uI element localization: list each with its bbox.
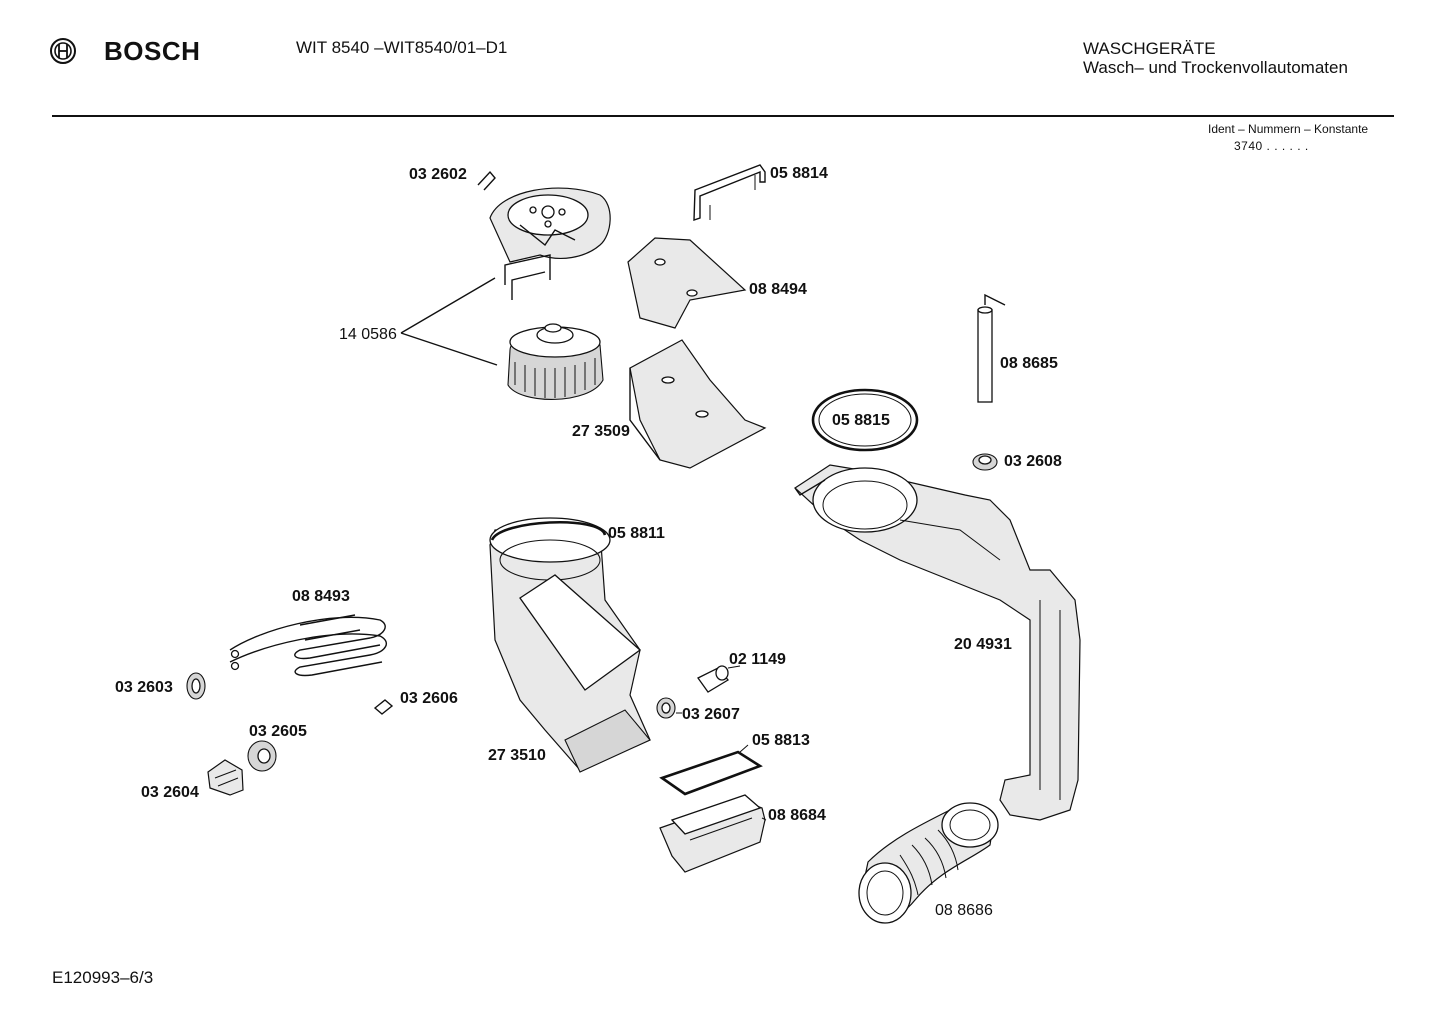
grommet-drawing — [972, 453, 998, 471]
part-label-032602: 03 2602 — [409, 166, 467, 183]
air-duct-upper-drawing — [629, 339, 767, 469]
part-label-032604: 03 2604 — [141, 784, 199, 801]
part-label-021149: 02 1149 — [729, 651, 786, 668]
part-label-032603: 03 2603 — [115, 679, 173, 696]
air-duct-lower-drawing — [489, 517, 651, 773]
small-clip-drawing — [373, 699, 394, 715]
frame-gasket-drawing — [659, 750, 763, 796]
clip-drawing — [477, 170, 496, 191]
ident-label: Ident – Nummern – Konstante — [1208, 122, 1369, 136]
fan-wheel-drawing — [507, 323, 604, 400]
fan-housing-drawing — [489, 187, 611, 300]
part-label-088493: 08 8493 — [292, 588, 350, 605]
model-line: WIT 8540 –WIT8540/01–D1 — [296, 38, 508, 57]
part-label-058813: 05 8813 — [752, 732, 810, 749]
bracket-drawing — [693, 164, 766, 221]
filter-housing-drawing — [659, 794, 766, 873]
part-label-032608: 03 2608 — [1004, 453, 1062, 470]
part-label-058811: 05 8811 — [608, 525, 665, 542]
part-label-088684: 08 8684 — [768, 807, 826, 824]
category-title: WASCHGERÄTE — [1083, 39, 1216, 58]
category-subtitle: Wasch– und Trockenvollautomaten — [1083, 58, 1348, 77]
bosch-logo-icon — [50, 38, 76, 64]
leader-lines-140586 — [400, 277, 498, 366]
part-label-140586: 14 0586 — [339, 326, 397, 343]
gasket-ring-drawing — [811, 388, 919, 452]
cover-plate-drawing — [627, 237, 747, 329]
part-label-088686: 08 8686 — [935, 902, 993, 919]
bushing-drawing — [247, 740, 277, 772]
part-label-088685: 08 8685 — [1000, 355, 1058, 372]
part-label-032605: 03 2605 — [249, 723, 307, 740]
nozzle-drawing — [697, 665, 729, 693]
washer-drawing — [656, 697, 676, 719]
ident-value: 3740 . . . . . . — [1234, 139, 1309, 153]
bellows-hose-drawing — [858, 802, 999, 924]
part-label-088494: 08 8494 — [749, 281, 807, 298]
seal-ring-drawing — [490, 520, 607, 541]
part-label-204931: 20 4931 — [954, 636, 1012, 653]
brand-name: BOSCH — [104, 36, 201, 66]
part-label-032606: 03 2606 — [400, 690, 458, 707]
tube-drawing — [977, 293, 1006, 403]
part-label-273510: 27 3510 — [488, 747, 546, 764]
part-label-032607: 03 2607 — [682, 706, 740, 723]
header-divider — [52, 115, 1394, 117]
thermostat-drawing — [207, 759, 244, 796]
part-label-058814: 05 8814 — [770, 165, 828, 182]
part-label-058815: 05 8815 — [832, 412, 890, 429]
condenser-duct-drawing — [794, 464, 1081, 821]
drawing-code: E120993–6/3 — [52, 968, 154, 987]
grommet-left-drawing — [186, 672, 206, 700]
heater-element-drawing — [229, 614, 388, 677]
part-label-273509: 27 3509 — [572, 423, 630, 440]
